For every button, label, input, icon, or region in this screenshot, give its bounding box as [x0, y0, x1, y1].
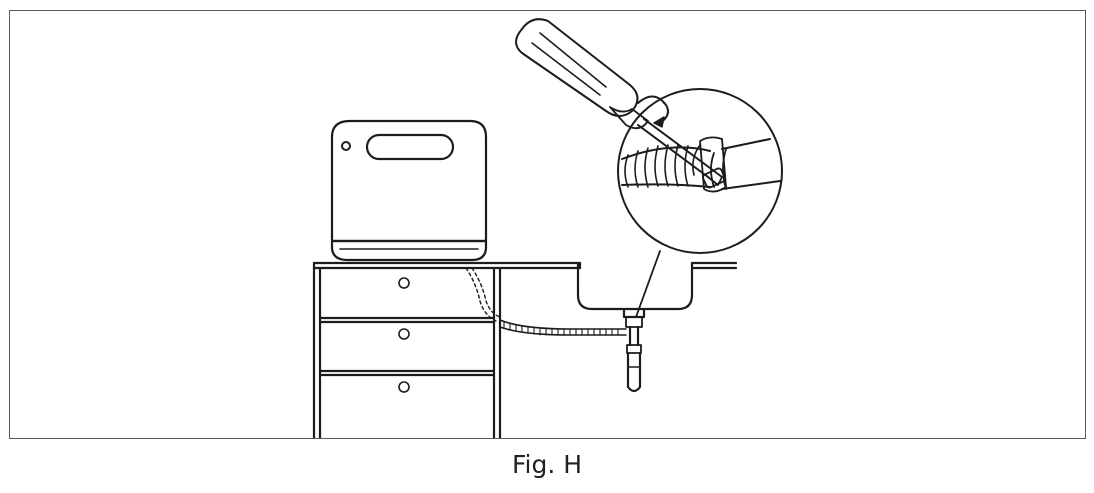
installation-illustration — [312, 18, 783, 438]
figure-caption: Fig. H — [511, 450, 583, 479]
sink-icon — [576, 261, 738, 393]
detail-magnifier — [617, 88, 783, 254]
cabinet-icon — [312, 261, 582, 438]
figure-frame — [9, 10, 1086, 439]
hose-clamp-icon — [692, 136, 727, 193]
screwdriver-icon — [515, 18, 723, 186]
callout-leader-line — [635, 250, 661, 318]
dishwasher-icon — [330, 119, 488, 262]
rotation-arrow-icon — [637, 95, 669, 128]
drain-hose-icon — [465, 267, 627, 336]
